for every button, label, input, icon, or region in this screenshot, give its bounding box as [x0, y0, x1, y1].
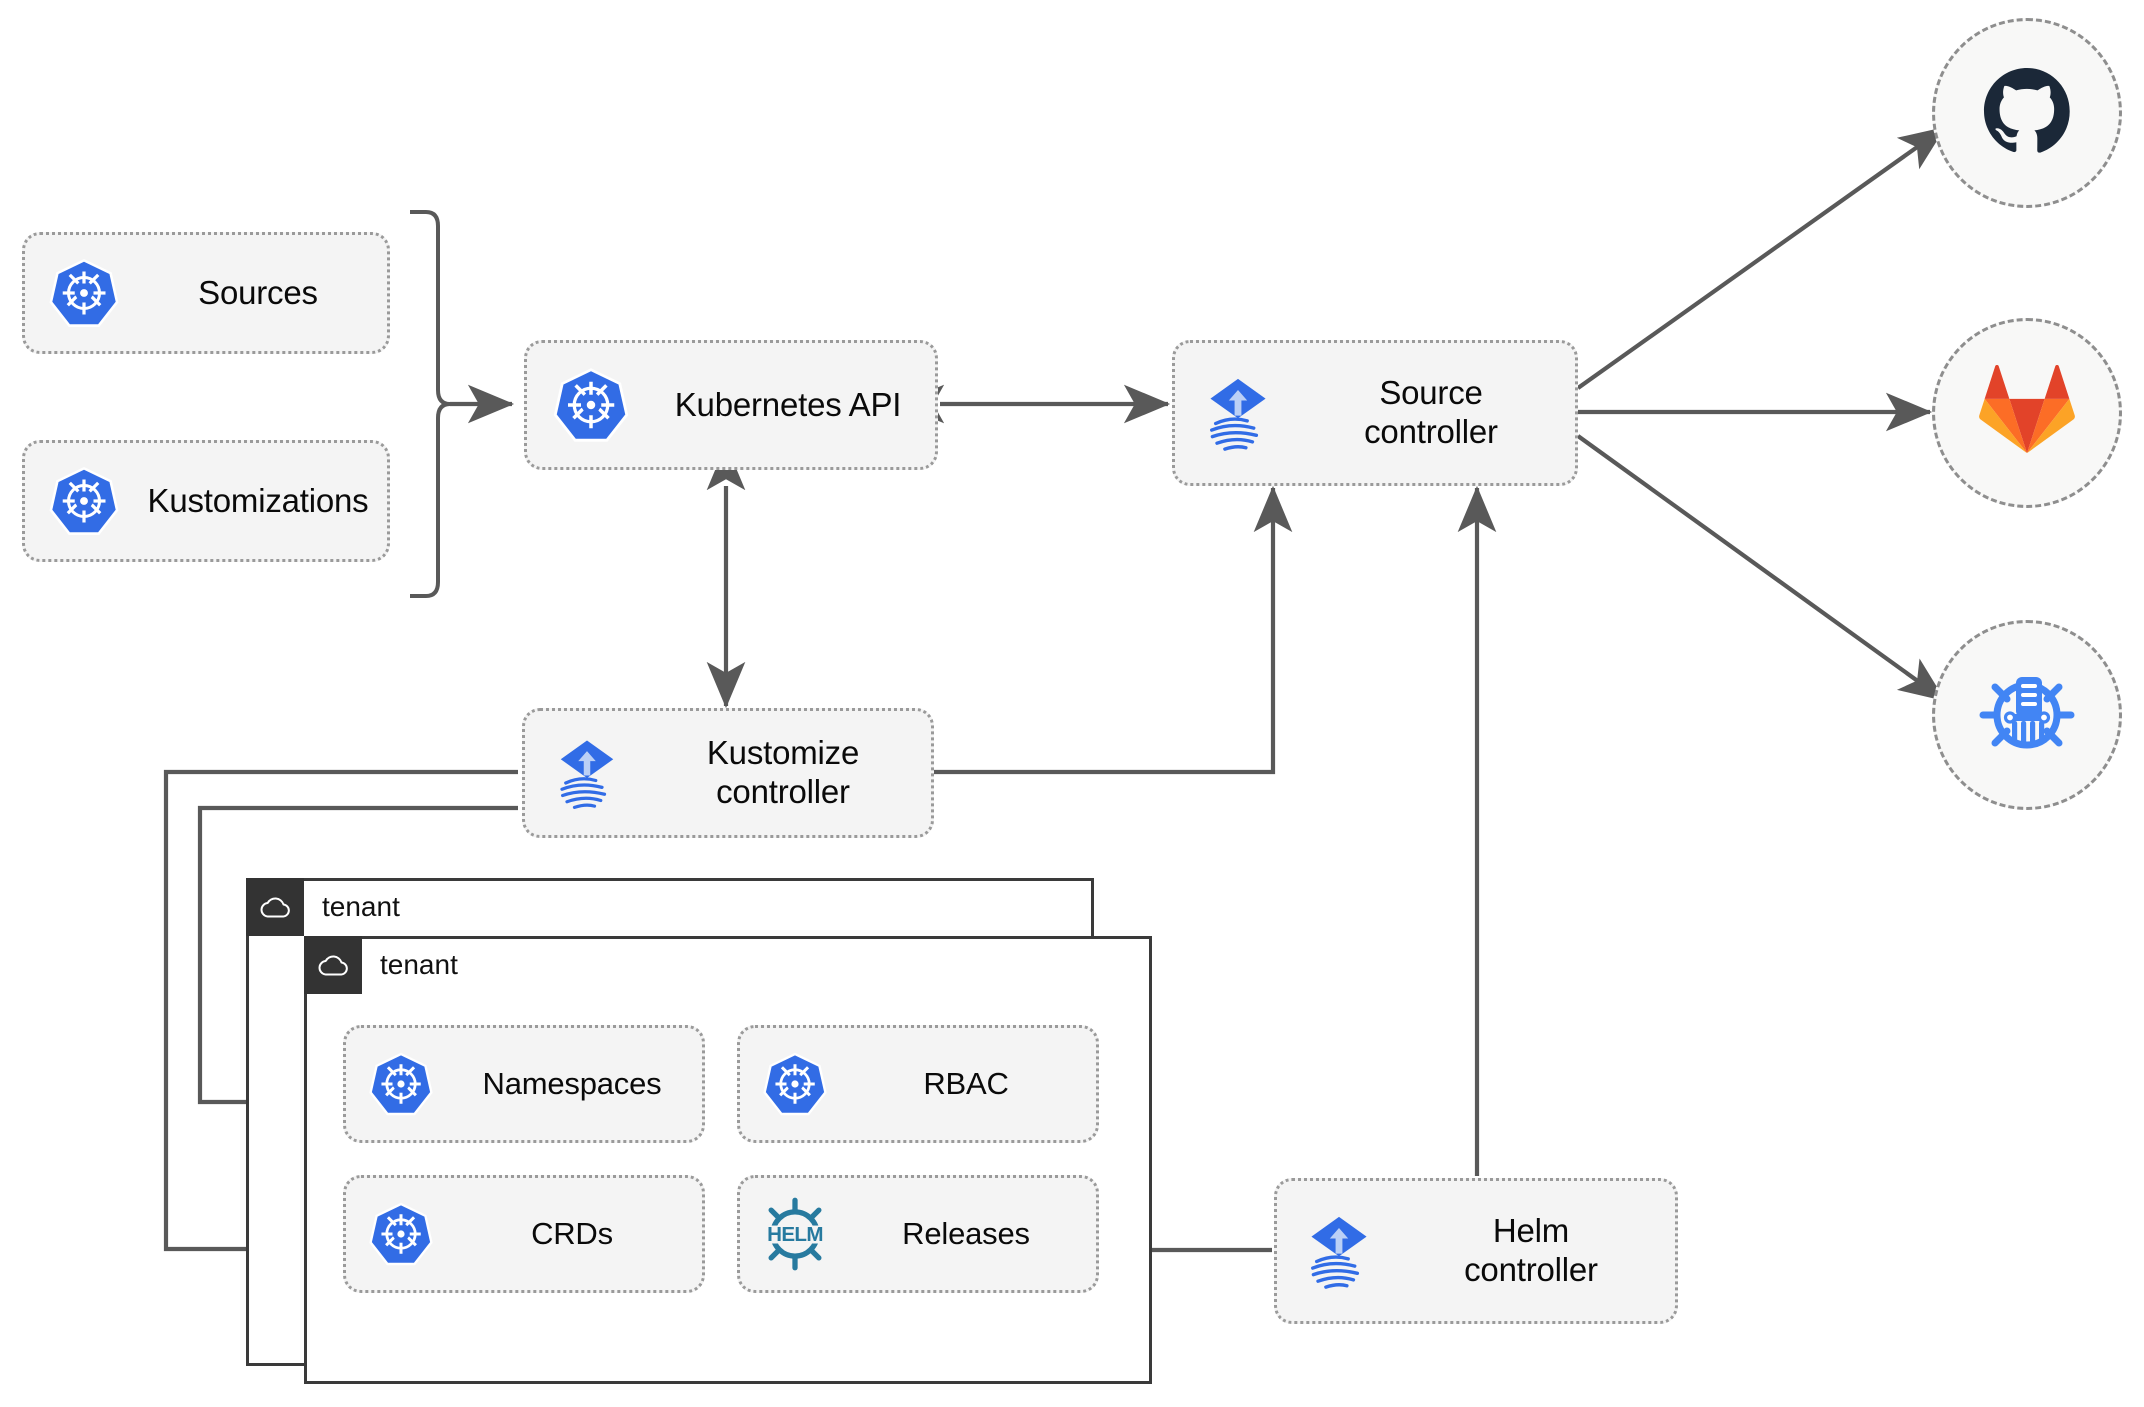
cloud-icon [304, 936, 362, 994]
node-label: Sources [198, 273, 318, 311]
node-label: Kustomizations [147, 481, 369, 519]
flux-icon [1277, 1209, 1401, 1293]
node-label-line2: controller [1364, 413, 1498, 450]
node-label-line1: Kustomize [706, 734, 860, 772]
node-sources[interactable]: Sources [22, 232, 390, 354]
cloud-icon [246, 878, 304, 936]
edge-source-github [1576, 126, 1946, 390]
node-source-controller[interactable]: Source controller [1172, 340, 1578, 486]
node-label: CRDs [531, 1215, 613, 1251]
flux-icon [525, 733, 649, 813]
node-label: Kustomize controller [649, 734, 931, 812]
node-label: Releases [902, 1215, 1030, 1251]
tenant-tab: tenant [246, 878, 400, 936]
node-label: Kubernetes API [674, 385, 902, 423]
node-label: Namespaces [482, 1065, 662, 1101]
kubernetes-icon [25, 256, 143, 330]
node-label: Source controller [1301, 374, 1575, 452]
kubernetes-icon [346, 1050, 456, 1118]
github-icon [1978, 62, 2076, 165]
node-label-line2: controller [1464, 1251, 1598, 1288]
kubernetes-icon [527, 365, 655, 445]
node-kustomize-controller[interactable]: Kustomize controller [522, 708, 934, 838]
node-kustomizations[interactable]: Kustomizations [22, 440, 390, 562]
group-bracket [410, 210, 451, 598]
node-label-line2: controller [716, 773, 850, 810]
kubernetes-icon [740, 1050, 850, 1118]
node-label-line1: Helm [1492, 1212, 1570, 1250]
node-label: RBAC [923, 1065, 1009, 1101]
helm-repository-icon [1977, 663, 2077, 768]
node-namespaces[interactable]: Namespaces [343, 1025, 705, 1143]
kubernetes-icon [346, 1200, 456, 1268]
node-kubernetes-api[interactable]: Kubernetes API [524, 340, 938, 470]
gitlab-icon [1979, 364, 2075, 462]
edge-source-chartrepo [1576, 434, 1946, 702]
flux-icon [1175, 371, 1301, 455]
endpoint-gitlab[interactable] [1932, 318, 2122, 508]
node-helm-controller[interactable]: Helm controller [1274, 1178, 1678, 1324]
tenant-container-2[interactable]: tenant Name [304, 936, 1152, 1384]
endpoint-chart-repository[interactable] [1932, 620, 2122, 810]
node-label: Helm controller [1401, 1212, 1675, 1290]
svg-text:HELM: HELM [767, 1223, 823, 1246]
node-label-line1: Source [1379, 374, 1483, 412]
edge-kustomize-source [930, 485, 1293, 775]
node-releases[interactable]: HELM Releases [737, 1175, 1099, 1293]
node-crds[interactable]: CRDs [343, 1175, 705, 1293]
tenant-label: tenant [380, 949, 458, 980]
kubernetes-icon [25, 464, 143, 538]
node-rbac[interactable]: RBAC [737, 1025, 1099, 1143]
endpoint-github[interactable] [1932, 18, 2122, 208]
tenant-label: tenant [322, 891, 400, 922]
tenant-tab: tenant [304, 936, 458, 994]
helm-icon: HELM [740, 1196, 850, 1272]
